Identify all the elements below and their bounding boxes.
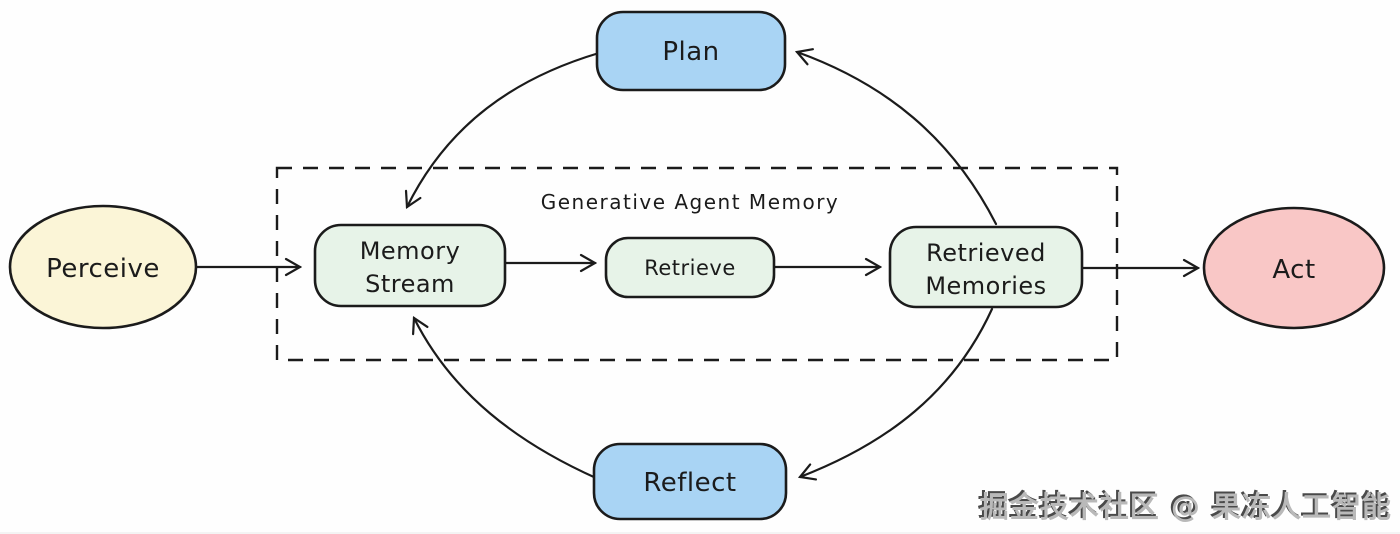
arrow-reflect-to-memory-stream [414, 318, 598, 480]
retrieved-memories-box [888, 225, 1084, 309]
memory-stream-label-line2: Stream [365, 270, 455, 298]
reflect-box [592, 442, 788, 521]
node-retrieve: Retrieve [604, 236, 776, 299]
retrieve-box [604, 236, 776, 299]
act-label: Act [1272, 255, 1315, 285]
arrow-plan-to-memory-stream [407, 51, 601, 207]
memory-stream-box [313, 223, 507, 308]
retrieve-label: Retrieve [644, 256, 736, 280]
watermark-text: 掘金技术社区 @ 果冻人工智能 [979, 490, 1392, 524]
node-act: Act [1202, 206, 1386, 330]
node-retrieved-memories: Retrieved Memories [888, 225, 1084, 309]
reflect-label: Reflect [643, 468, 736, 498]
memory-group-title: Generative Agent Memory [541, 190, 840, 214]
node-plan: Plan [595, 10, 787, 92]
perceive-label: Perceive [46, 254, 160, 284]
node-reflect: Reflect [592, 442, 788, 521]
arrow-retrieved-memories-to-reflect [800, 307, 994, 477]
memory-group-frame [275, 166, 1119, 362]
node-memory-stream: Memory Stream [313, 223, 507, 308]
plan-box [595, 10, 787, 92]
retrieved-memories-label-line2: Memories [925, 272, 1046, 300]
arrow-retrieved-memories-to-plan [797, 52, 998, 226]
perceive-ellipse [8, 204, 198, 330]
act-ellipse [1202, 206, 1386, 330]
retrieved-memories-label-line1: Retrieved [926, 239, 1046, 267]
plan-label: Plan [662, 37, 719, 67]
node-perceive: Perceive [8, 204, 198, 330]
memory-stream-label-line1: Memory [360, 237, 461, 265]
